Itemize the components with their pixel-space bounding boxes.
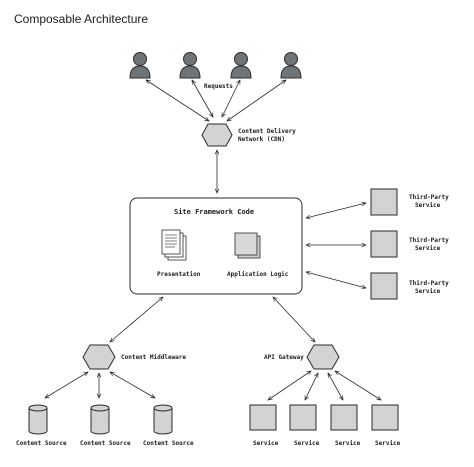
user-icon (280, 52, 302, 79)
arrow-gateway-service1 (268, 371, 311, 400)
third-party-service-box (370, 272, 398, 300)
service-label-2: Service (294, 440, 320, 447)
third-party-label-2a: Third-Party (409, 237, 449, 244)
application-logic-icon (234, 232, 261, 259)
application-logic-label: Application Logic (227, 271, 289, 278)
service-label-3: Service (335, 440, 361, 447)
third-party-service-box (370, 230, 398, 258)
api-gateway-label: API Gateway (264, 354, 304, 361)
diagram-title: Composable Architecture (14, 12, 148, 26)
service-box (371, 404, 399, 431)
database-icon (90, 404, 110, 435)
arrow-gateway-service3 (328, 373, 343, 400)
content-source-label-3: Content Source (143, 440, 194, 447)
content-middleware-label: Content Middleware (121, 354, 186, 361)
site-framework-box (129, 197, 303, 295)
cdn-hexagon (201, 123, 233, 147)
arrow-framework-middleware (110, 297, 163, 342)
arrow-middleware-source1 (45, 372, 88, 398)
content-source-label-1: Content Source (16, 440, 67, 447)
arrow-user1-cdn (146, 80, 209, 121)
third-party-service-box (370, 188, 398, 216)
arrow-middleware-source3 (110, 372, 155, 398)
third-party-label-3b: Service (415, 288, 441, 295)
user-icon (179, 52, 201, 79)
third-party-label-1a: Third-Party (409, 194, 449, 201)
content-source-label-2: Content Source (80, 440, 131, 447)
service-box (330, 404, 358, 431)
third-party-label-2b: Service (415, 245, 441, 252)
arrow-framework-tp1 (306, 203, 366, 218)
database-icon (153, 404, 173, 435)
database-icon (28, 404, 48, 435)
service-label-1: Service (253, 440, 279, 447)
requesters-group (129, 52, 302, 79)
user-icon (129, 52, 151, 79)
requests-label: Requests (204, 83, 233, 90)
content-middleware-hexagon (82, 344, 116, 370)
third-party-label-3a: Third-Party (409, 280, 449, 287)
api-gateway-hexagon (306, 344, 340, 370)
service-box (249, 404, 277, 431)
arrow-gateway-service2 (304, 373, 319, 400)
service-box (289, 404, 317, 431)
user-icon (230, 52, 252, 79)
cdn-label-line1: Content Delivery (238, 128, 296, 135)
third-party-label-1b: Service (415, 202, 441, 209)
arrow-gateway-service4 (335, 371, 381, 400)
site-framework-title: Site Framework Code (174, 208, 254, 216)
service-label-4: Service (375, 440, 401, 447)
documents-icon (161, 229, 187, 261)
arrow-framework-tp3 (306, 272, 366, 288)
presentation-label: Presentation (157, 271, 201, 278)
arrow-framework-gateway (273, 297, 315, 342)
cdn-label-line2: Network (CDN) (238, 136, 285, 143)
arrow-user2-cdn (192, 80, 213, 117)
arrow-user4-cdn (227, 80, 286, 121)
